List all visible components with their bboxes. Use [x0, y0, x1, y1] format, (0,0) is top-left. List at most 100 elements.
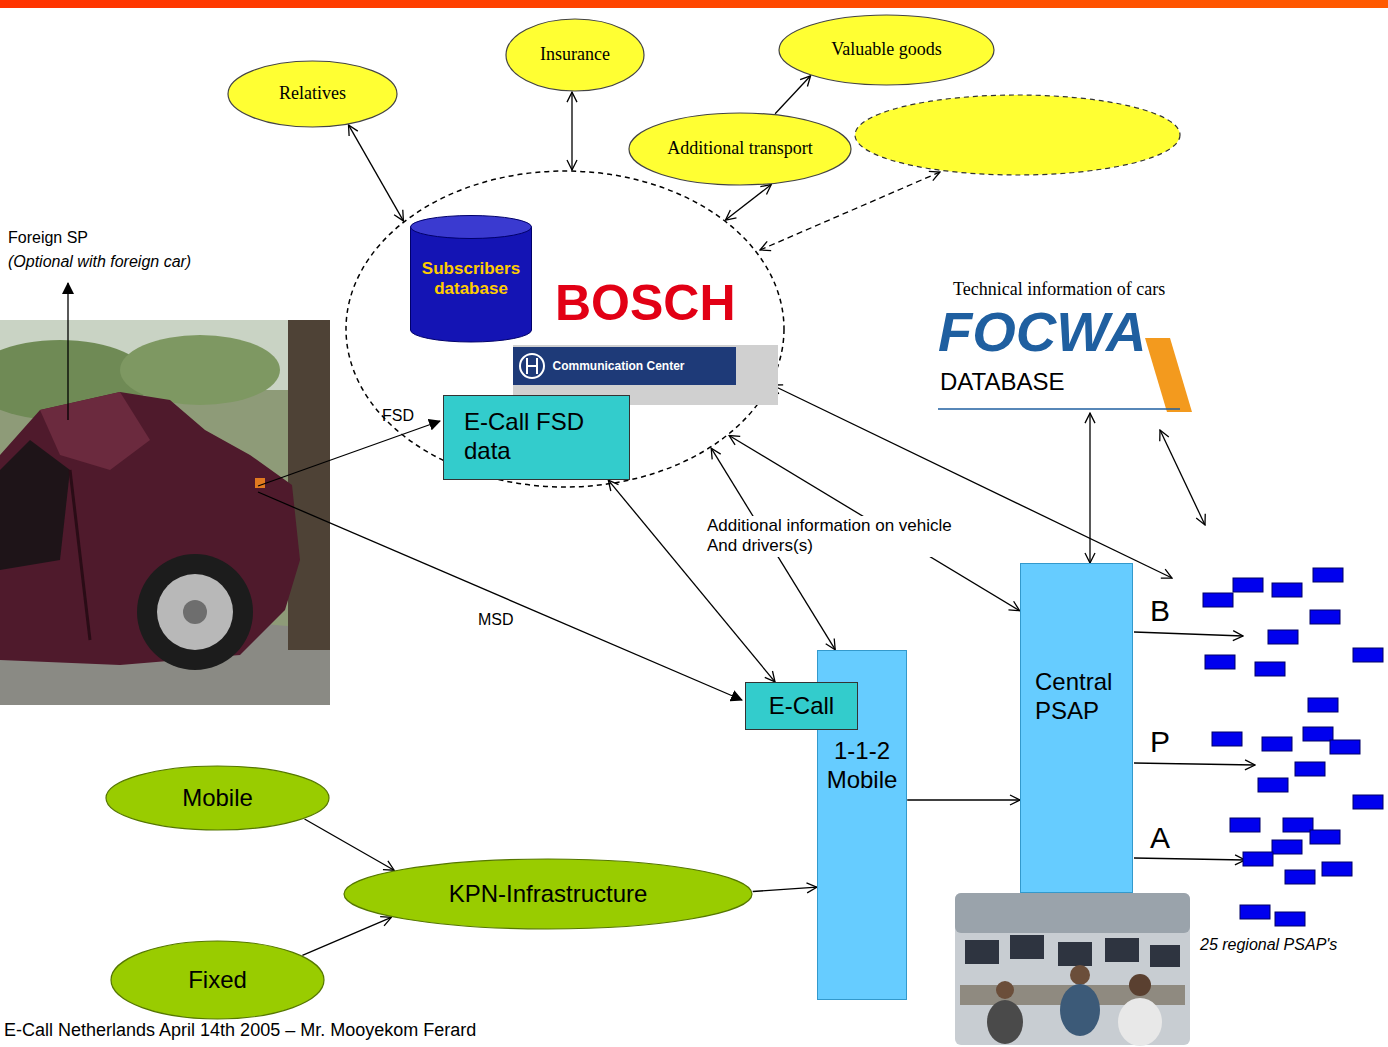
stakeholder-ellipse: Insurance: [505, 18, 645, 92]
regional-psap-marker-part: [1233, 578, 1263, 592]
note-text: 25 regional PSAP's: [1200, 935, 1337, 954]
connector-arrow: [349, 125, 404, 221]
node-text: Fixed: [188, 966, 247, 995]
flow-arrow-part: [1134, 763, 1255, 765]
footer-text: E-Call Netherlands April 14th 2005 – Mr.…: [4, 1020, 476, 1042]
note-text: (Optional with foreign car): [8, 252, 191, 271]
connector-arrow: [907, 799, 1020, 800]
logo-mark: [520, 354, 544, 378]
node-text: E-Call: [769, 692, 834, 721]
connector-arrow: [302, 917, 391, 955]
stakeholder-ellipse-shape: [629, 113, 851, 185]
connector-arrow: [571, 92, 572, 170]
service-center-region-shape: [346, 171, 784, 487]
flow-arrow-part: [1134, 632, 1243, 636]
regional-psap-marker-part: [1310, 610, 1340, 624]
data-box: E-Call FSD data: [443, 395, 630, 480]
flow-arrow-part: [258, 421, 440, 486]
database-cylinder-outline: [410, 215, 532, 342]
stakeholder-ellipse-shape: [779, 15, 994, 85]
regional-psap-marker-part: [1255, 662, 1285, 676]
regional-psap-marker-part: [1240, 905, 1270, 919]
logo-mark: [527, 365, 537, 367]
flow-label: MSD: [478, 610, 514, 629]
control-room-photo: [955, 893, 1190, 1046]
node-text: BOSCH: [555, 278, 736, 328]
network-ellipse: Fixed: [110, 940, 325, 1020]
connector-arrow: [726, 185, 772, 221]
flow-arrow-part: [67, 283, 68, 420]
node-text: Communication Center: [553, 359, 685, 373]
node-text: 1-1-2 Mobile: [818, 737, 906, 795]
regional-psap-marker-part: [1295, 762, 1325, 776]
crashed-car-photo: [0, 320, 330, 705]
control-room-photo-part: [1060, 984, 1100, 1036]
crashed-car-photo-part: [183, 600, 207, 624]
control-room-photo-part: [996, 981, 1014, 999]
node-text: E-Call FSD data: [464, 408, 625, 466]
regional-psap-marker-part: [1310, 830, 1340, 844]
node-text: Insurance: [540, 44, 610, 66]
node-text: Subscribers database: [410, 259, 532, 300]
flow-arrow-part: [1134, 858, 1245, 860]
node-text: FOCWA: [938, 304, 1146, 360]
crashed-car-photo-part: [120, 335, 280, 405]
connector-arrow: [305, 819, 395, 870]
stakeholder-ellipse: Relatives: [227, 60, 398, 128]
central-psap-column: Central PSAP: [1020, 563, 1133, 893]
crashed-car-photo-part: [255, 478, 265, 488]
empty-ellipse: [855, 95, 1180, 175]
node-text: Valuable goods: [831, 39, 941, 61]
network-ellipse: Mobile: [105, 765, 330, 831]
regional-psap-marker-part: [1275, 912, 1305, 926]
focwa-database-logo: Technical information of carsFOCWA DATABA…: [930, 278, 1220, 413]
control-room-photo-part: [1010, 935, 1044, 959]
regional-psap-marker-part: [1243, 852, 1273, 866]
regional-psap-marker-part: [1268, 630, 1298, 644]
node-text: Additional transport: [667, 138, 812, 160]
header-bar: [0, 0, 1388, 8]
regional-psap-marker-part: [1353, 795, 1383, 809]
control-room-photo-part: [955, 893, 1190, 933]
network-ellipse-shape: [111, 941, 324, 1019]
regional-psap-marker-part: [1285, 870, 1315, 884]
database-cylinder: Subscribers database: [410, 215, 532, 342]
connector-arrow: [1089, 413, 1090, 563]
node-text: Technical information of cars: [953, 280, 1165, 298]
connector-arrow: [753, 887, 817, 891]
regional-psap-marker-part: [1303, 727, 1333, 741]
logo-mark: [938, 408, 1180, 410]
ecall-box: E-Call: [745, 682, 858, 730]
regional-psap-marker: [1203, 568, 1383, 926]
network-ellipse-shape: [344, 859, 752, 929]
regional-psap-marker-part: [1203, 593, 1233, 607]
crashed-car-photo-part: [40, 392, 150, 470]
control-room-photo-part: [1150, 945, 1180, 967]
regional-psap-marker-part: [1272, 583, 1302, 597]
network-ellipse-shape: [106, 766, 329, 830]
regional-psap-marker-part: [1353, 648, 1383, 662]
service-letter: B: [1150, 596, 1170, 626]
crashed-car-photo-part: [157, 574, 233, 650]
regional-psap-marker-part: [1283, 818, 1313, 832]
logo-mark: [1145, 338, 1192, 412]
flow-arrow-part: [760, 172, 940, 250]
regional-psap-marker-part: [1313, 568, 1343, 582]
flow-arrow-part: [1160, 430, 1205, 525]
note-text: Foreign SP: [8, 228, 88, 247]
stakeholder-ellipse-shape: [228, 61, 397, 127]
node-text: Central PSAP: [1035, 668, 1128, 726]
control-room-photo-part: [987, 1000, 1023, 1044]
node-text: DATABASE: [940, 370, 1064, 394]
control-room-photo-part: [955, 893, 1190, 1045]
flow-arrow-part: [258, 492, 742, 700]
cylinder-top: [411, 216, 532, 239]
control-room-photo-part: [1118, 998, 1162, 1046]
regional-psap-marker-part: [1308, 698, 1338, 712]
regional-psap-marker-part: [1212, 732, 1242, 746]
crashed-car-photo-part: [70, 470, 90, 640]
crashed-car-photo-part: [288, 320, 330, 650]
cylinder-body: [411, 227, 532, 342]
control-room-photo-part: [965, 940, 999, 964]
